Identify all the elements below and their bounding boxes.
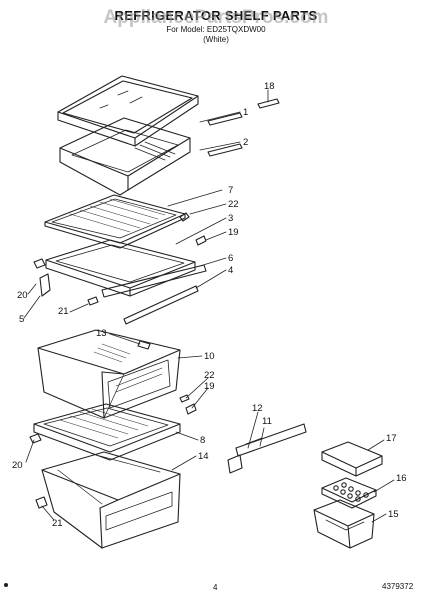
callout-labels: 18 1 2 7 22 3 19 6 4 20 5 21 13 10 22 19… [12, 81, 407, 529]
callout-21b: 21 [52, 518, 63, 529]
callout-18: 18 [264, 81, 275, 92]
part-knob-13 [137, 340, 151, 350]
part-drawer-14 [41, 451, 181, 549]
callout-14: 14 [198, 451, 209, 462]
part-bracket-5 [33, 258, 51, 297]
watermark: AppliancePartsPros.com [103, 7, 329, 28]
model-line: For Model: ED25TQXDW00 [166, 25, 266, 34]
page-title: REFRIGERATOR SHELF PARTS [114, 8, 318, 23]
callout-22b: 22 [204, 370, 215, 381]
callout-7: 7 [228, 185, 233, 196]
part-egg-bin-15 [313, 499, 375, 549]
callout-12: 12 [252, 403, 263, 414]
document-number: 4379372 [382, 582, 414, 591]
callout-6: 6 [228, 253, 233, 264]
part-egg-tray-16 [321, 477, 377, 509]
part-bracket-20-21 [29, 433, 48, 509]
callout-8: 8 [200, 435, 205, 446]
part-glass-shelf-8 [33, 403, 181, 461]
corner-mark [3, 582, 9, 588]
callout-13: 13 [96, 328, 107, 339]
part-rails-18-1-2 [207, 98, 280, 157]
callout-3: 3 [228, 213, 233, 224]
callout-20b: 20 [12, 460, 23, 471]
callout-17: 17 [386, 433, 397, 444]
callout-22: 22 [228, 199, 239, 210]
callout-19: 19 [228, 227, 239, 238]
part-glass-shelf-7 [44, 194, 186, 249]
callout-10: 10 [204, 351, 215, 362]
page-number: 4 [213, 583, 218, 592]
callout-16: 16 [396, 473, 407, 484]
callout-20: 20 [17, 290, 28, 301]
part-crisper-cover-glass [57, 75, 199, 147]
callout-2: 2 [243, 137, 248, 148]
part-rail-11-12 [227, 423, 307, 474]
part-side-rails-6-4 [101, 264, 207, 325]
callout-11: 11 [262, 416, 272, 427]
callout-5: 5 [19, 314, 24, 325]
part-crisper-cover-frame [59, 117, 191, 196]
part-crisper-drawer-10 [37, 329, 181, 419]
color-line: (White) [203, 35, 229, 44]
callout-19b: 19 [204, 381, 215, 392]
part-shelf-frame-3 [45, 239, 196, 297]
callout-21: 21 [58, 306, 69, 317]
callout-4: 4 [228, 265, 233, 276]
part-egg-bin-cover-17 [321, 441, 383, 477]
part-clips-22-19 [87, 212, 207, 415]
callout-15: 15 [388, 509, 399, 520]
leader-lines [23, 89, 395, 523]
callout-1: 1 [243, 107, 248, 118]
